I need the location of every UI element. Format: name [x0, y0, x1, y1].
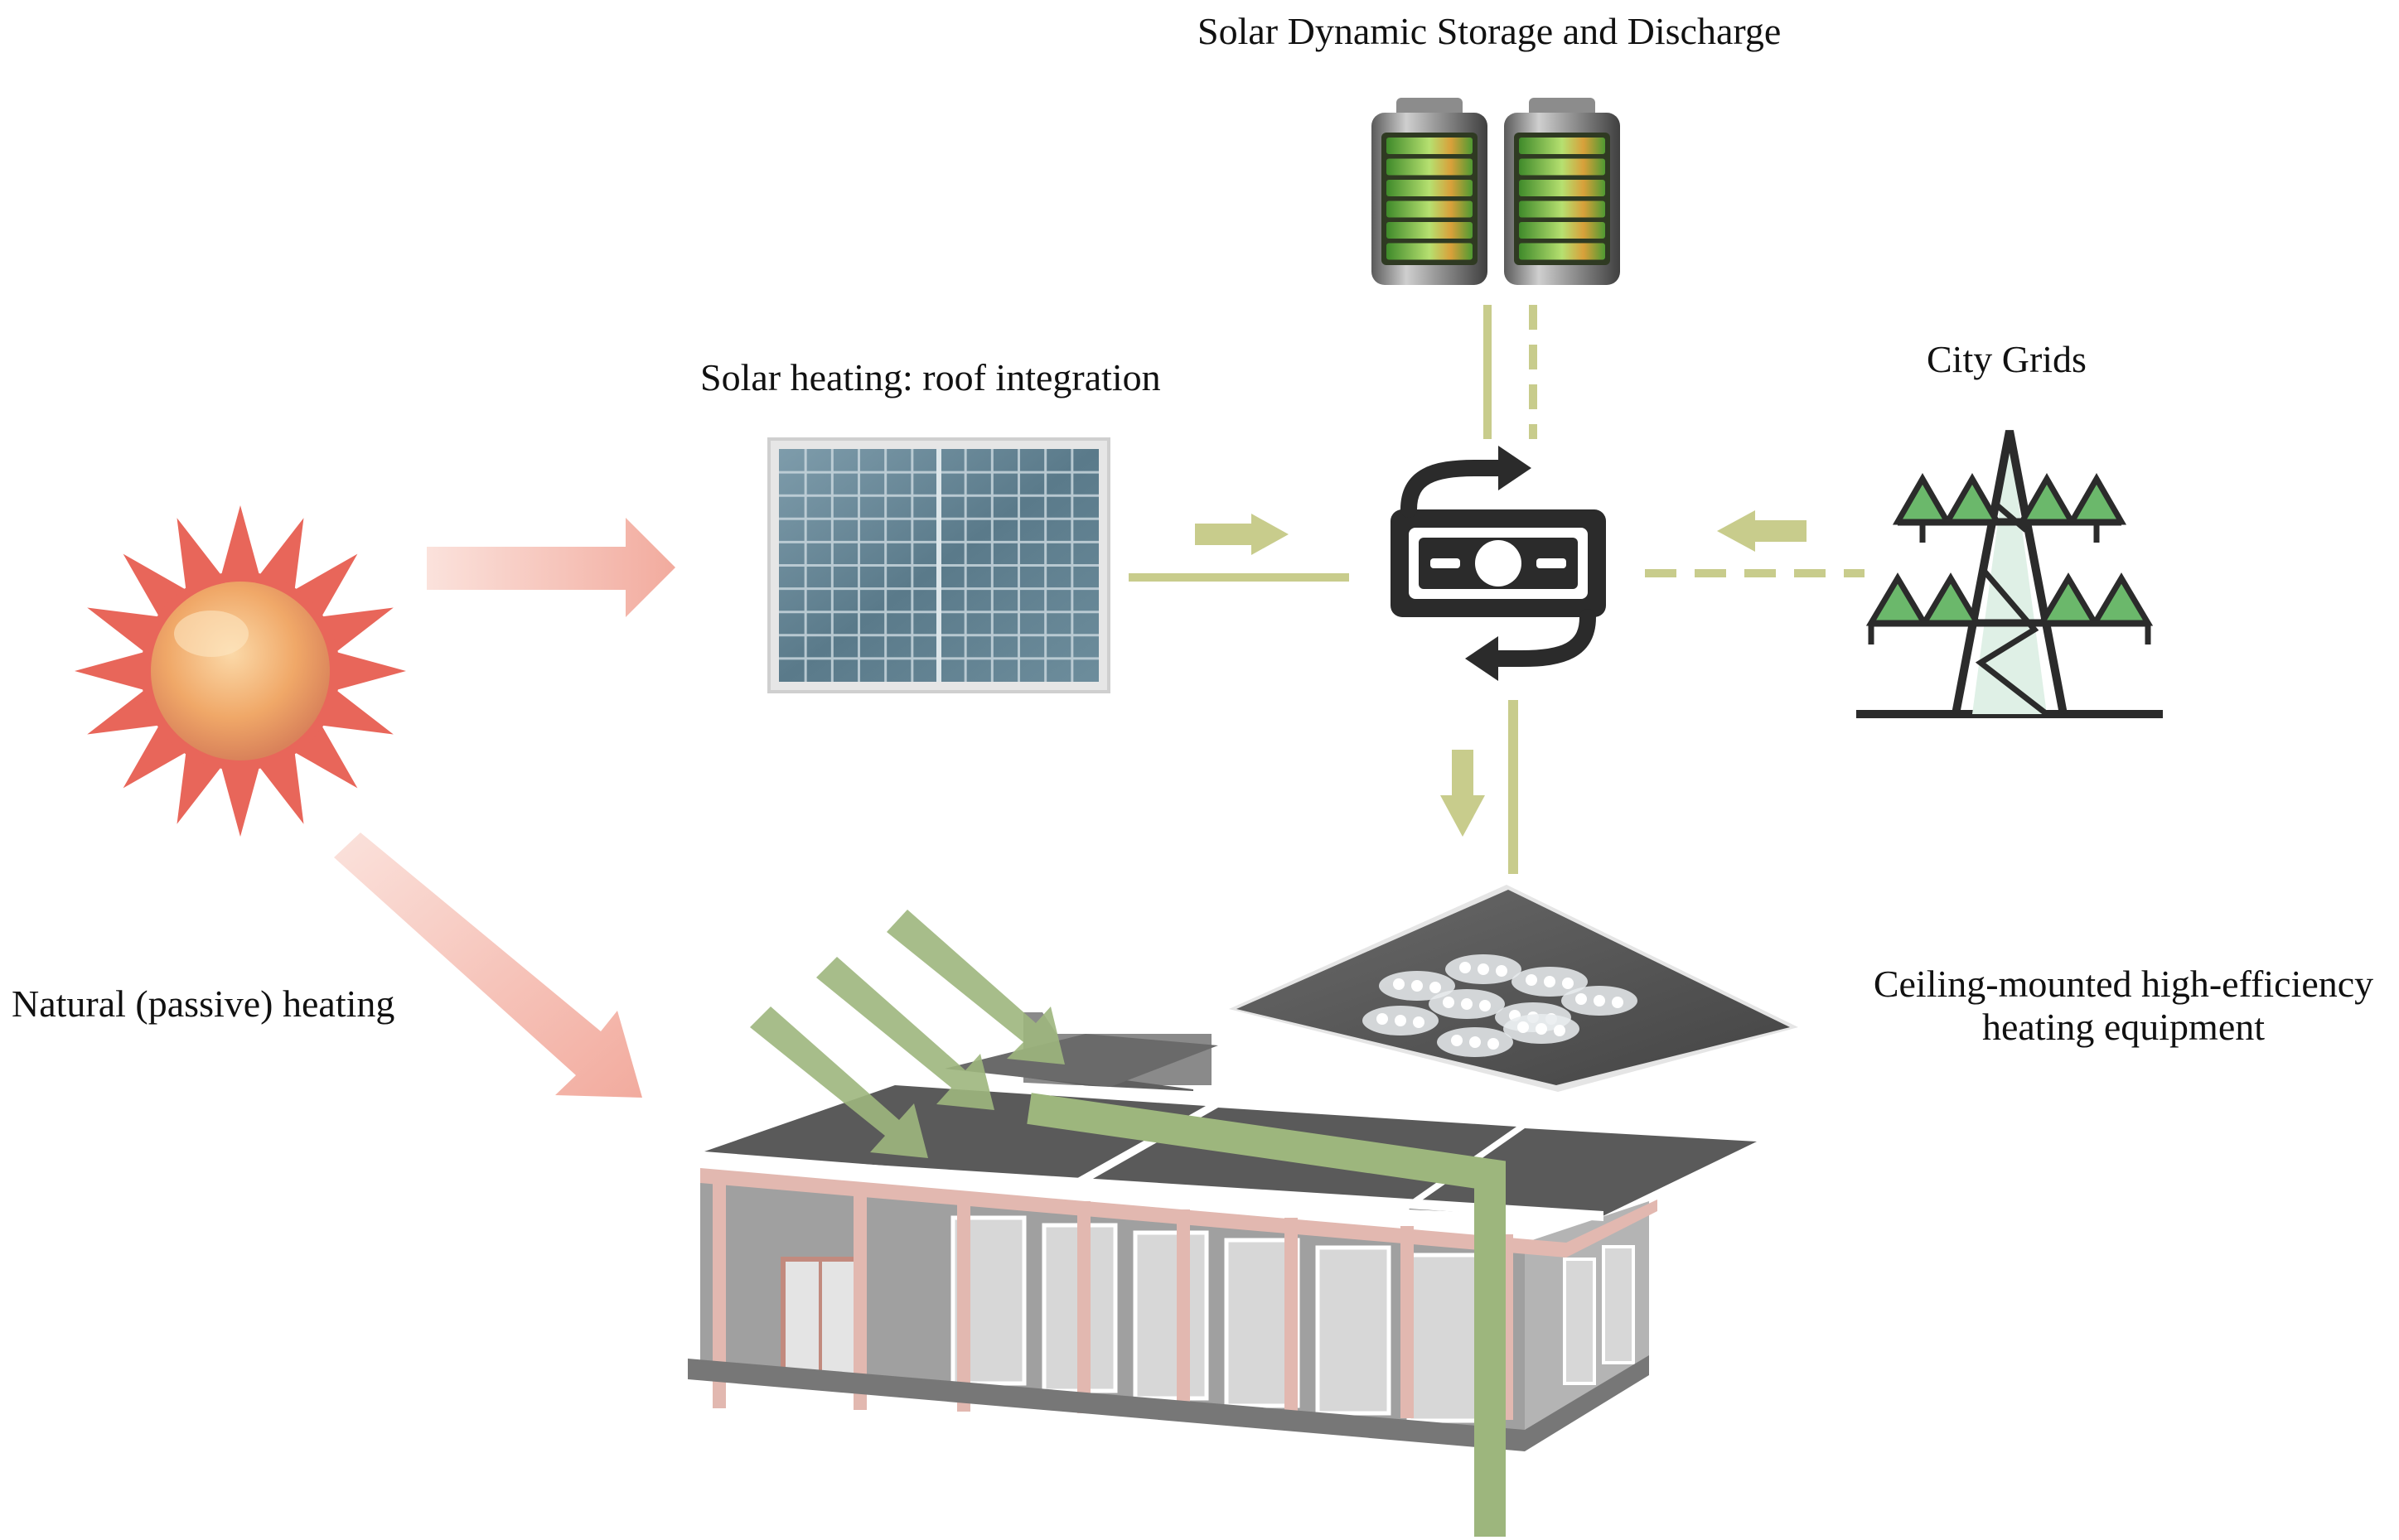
inverter-icon: [1391, 446, 1606, 681]
panel-to-inverter-connection: [1129, 514, 1349, 582]
sunlight-arrow-to-panel: [427, 518, 675, 617]
city-grids-label: City Grids: [1927, 338, 2087, 380]
house-illustration: [688, 910, 1782, 1537]
ceiling-heating-label: Ceiling-mounted high-efficiency heating …: [1856, 963, 2391, 1049]
battery-icon: [1371, 98, 1620, 285]
ceiling-heating-label-line1: Ceiling-mounted high-efficiency: [1873, 963, 2374, 1005]
heating-pipe: [1027, 1093, 1506, 1537]
solar-panel-icon: [767, 437, 1110, 693]
battery-to-inverter-connection: [1483, 305, 1537, 439]
ceiling-heater-icon: [1229, 885, 1798, 1092]
ceiling-heating-label-line2: heating equipment: [1981, 1006, 2266, 1048]
roof-solar-label: Solar heating: roof integration: [700, 356, 1161, 398]
power-tower-icon: [1856, 430, 2163, 718]
solar-gain-arrows: [750, 910, 1065, 1158]
grid-to-inverter-connection: [1645, 510, 1865, 577]
passive-heating-label: Natural (passive) heating: [12, 982, 395, 1025]
sun-icon: [75, 505, 406, 837]
inverter-to-heater-connection: [1440, 700, 1518, 874]
storage-label: Solar Dynamic Storage and Discharge: [1197, 10, 1782, 52]
passive-heating-arrow: [334, 833, 642, 1098]
